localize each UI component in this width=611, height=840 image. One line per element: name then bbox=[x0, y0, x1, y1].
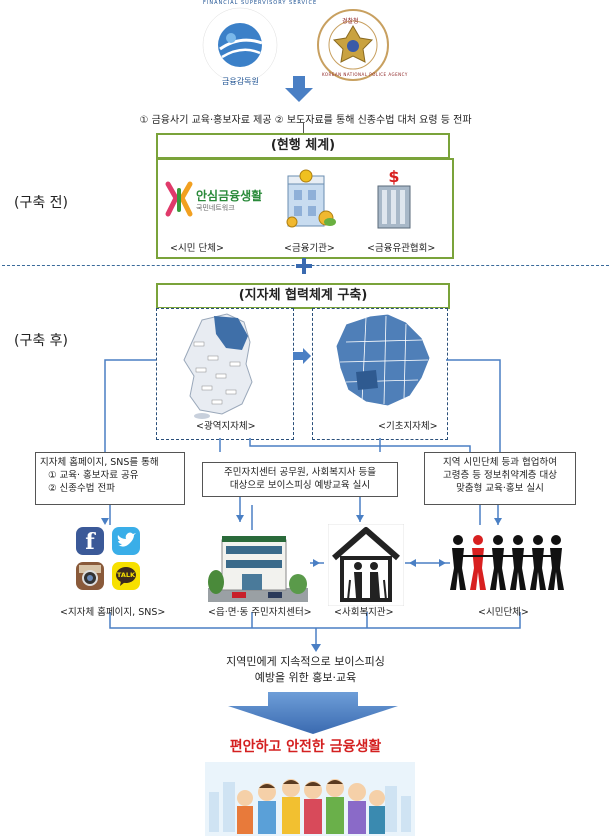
caption-civic-group: <시민 단체> bbox=[170, 243, 224, 254]
brand-main-text: 안심금융생활 bbox=[196, 189, 263, 203]
civic-collab-box: 지역 시민단체 등과 협업하여 고령층 등 정보취약계층 대상 맞춤형 교육·홍… bbox=[424, 452, 576, 505]
bank-building-icon bbox=[280, 168, 336, 234]
civic-box-line-2: 고령층 등 정보취약계층 대상 bbox=[443, 470, 557, 481]
education-box-line-2: 대상으로 보이스피싱 예방교육 실시 bbox=[229, 480, 371, 491]
caption-metro-gov: <광역지자체> bbox=[196, 421, 256, 432]
caption-community-center: <읍·면·동 주민자치센터> bbox=[208, 607, 312, 618]
fss-korean-text: 금융감독원 bbox=[222, 77, 259, 86]
police-logo bbox=[316, 8, 390, 82]
result-text: 지역민에게 지속적으로 보이스피싱 예방을 위한 홍보·교육 bbox=[0, 654, 611, 686]
police-name-text: KOREAN NATIONAL POLICE AGENCY bbox=[322, 72, 408, 77]
cooperation-system-title: (지자체 협력체계 구축) bbox=[156, 283, 450, 309]
association-building-icon: $ bbox=[370, 167, 418, 236]
big-down-arrow-icon bbox=[228, 692, 398, 738]
education-box: 주민자치센터 공무원, 사회복지사 등을 대상으로 보이스피싱 예방교육 실시 bbox=[202, 462, 398, 497]
kakaotalk-label: TALK bbox=[116, 571, 136, 579]
fss-name-text: FINANCIAL SUPERVISORY SERVICE bbox=[203, 0, 318, 6]
civic-people-icon bbox=[448, 532, 564, 596]
facebook-icon: f bbox=[76, 527, 104, 555]
civic-box-line-3: 맞춤형 교육·홍보 실시 bbox=[456, 483, 544, 494]
instagram-icon bbox=[76, 562, 104, 590]
caption-welfare-center: <사회복지관> bbox=[334, 607, 394, 618]
caption-financial-institution: <금융기관> bbox=[284, 243, 335, 254]
caption-gov-sns: <지자체 홈페이지, SNS> bbox=[60, 607, 166, 618]
korea-local-map-icon bbox=[326, 312, 436, 416]
before-side-label: (구축 전) bbox=[14, 195, 69, 211]
current-system-title: (현행 체계) bbox=[156, 133, 450, 159]
title-connector bbox=[303, 123, 304, 133]
caption-local-gov: <기초지자체> bbox=[378, 421, 438, 432]
top-instruction-line: ① 금융사기 교육·홍보자료 제공 ② 보도자료를 통해 신종수법 대처 요령 … bbox=[139, 115, 472, 126]
down-arrow-icon bbox=[285, 76, 313, 106]
result-line-2: 예방을 위한 홍보·교육 bbox=[254, 671, 357, 684]
plus-icon bbox=[295, 257, 313, 275]
svg-text:$: $ bbox=[388, 168, 399, 186]
brand-sub-text: 국민네트워크 bbox=[196, 204, 235, 212]
kakaotalk-icon: TALK bbox=[112, 562, 140, 590]
welfare-center-icon bbox=[327, 523, 405, 610]
slogan-text: 편안하고 안전한 금융생활 bbox=[229, 739, 382, 755]
sns-sharing-box: 지자체 홈페이지, SNS를 통해 ① 교육· 홍보자료 공유 ② 신종수법 전… bbox=[35, 452, 185, 505]
education-box-line-1: 주민자치센터 공무원, 사회복지사 등을 bbox=[224, 467, 376, 478]
civic-box-line-1: 지역 시민단체 등과 협업하여 bbox=[443, 457, 557, 468]
sns-box-line-3: ② 신종수법 전파 bbox=[48, 483, 115, 494]
map-right-arrow-icon bbox=[293, 348, 311, 368]
sns-box-line-1: 지자체 홈페이지, SNS를 통해 bbox=[40, 457, 159, 468]
after-side-label: (구축 후) bbox=[14, 333, 69, 349]
twitter-icon bbox=[112, 527, 140, 555]
happy-people-illustration bbox=[205, 752, 415, 840]
brand-logo-icon bbox=[162, 180, 196, 222]
caption-financial-association: <금융유관협회> bbox=[367, 243, 436, 254]
fss-logo bbox=[200, 5, 280, 85]
sns-box-line-2: ① 교육· 홍보자료 공유 bbox=[48, 470, 139, 481]
police-korean-text: 경찰청 bbox=[342, 18, 359, 25]
korea-metro-map-icon bbox=[172, 312, 272, 424]
caption-civic-groups: <시민단체> bbox=[478, 607, 529, 618]
result-line-1: 지역민에게 지속적으로 보이스피싱 bbox=[226, 655, 385, 668]
community-center-icon bbox=[208, 526, 308, 610]
